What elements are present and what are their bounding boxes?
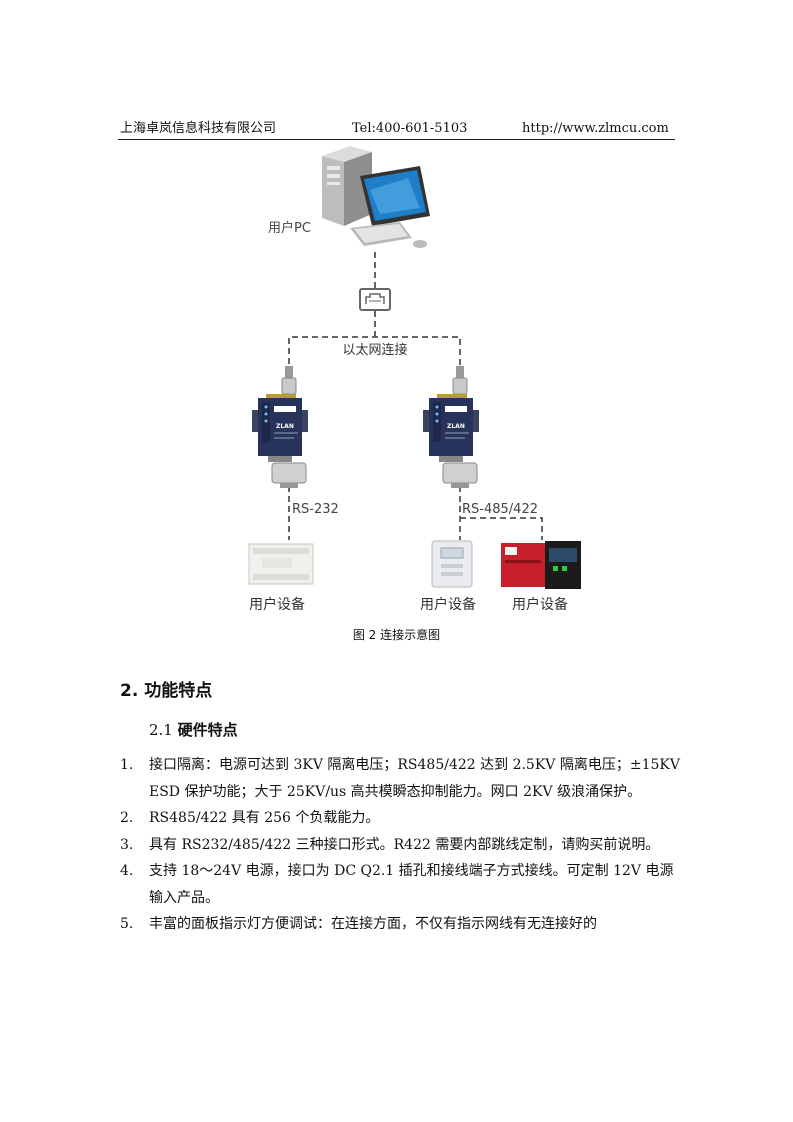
list-item-number: 3. bbox=[120, 836, 134, 853]
list-item: 4. 支持 18～24V 电源，接口为 DC Q2.1 插孔和接线端子方式接线。可… bbox=[120, 858, 680, 911]
pc-tower-icon bbox=[322, 146, 372, 226]
list-item-text: 接口隔离：电源可达到 3KV 隔离电压；RS485/422 达到 2.5KV 隔… bbox=[149, 757, 680, 800]
subsection-title: 2.1 硬件特点 bbox=[149, 720, 238, 740]
pc-label: 用户PC bbox=[268, 220, 311, 236]
header-url: http://www.zlmcu.com bbox=[522, 121, 669, 136]
device-label-2: 用户设备 bbox=[420, 596, 476, 613]
brand-text-right: ZLAN bbox=[447, 423, 465, 430]
list-item-text: 支持 18～24V 电源，接口为 DC Q2.1 插孔和接线端子方式接线。可定制… bbox=[149, 863, 674, 906]
list-item-text: 丰富的面板指示灯方便调试：在连接方面，不仅有指示网线有无连接好的 bbox=[149, 916, 597, 932]
brand-text-left: ZLAN bbox=[276, 423, 294, 430]
monitor-icon bbox=[360, 166, 430, 232]
subsection-label: 硬件特点 bbox=[177, 721, 238, 739]
keyboard-icon bbox=[350, 222, 427, 248]
ethernet-label: 以太网连接 bbox=[342, 342, 407, 358]
list-item-text: RS485/422 具有 256 个负载能力。 bbox=[149, 810, 380, 826]
connection-diagram: 用户PC 以太网连接 ZLAN bbox=[248, 146, 581, 613]
list-item: 5. 丰富的面板指示灯方便调试：在连接方面，不仅有指示网线有无连接好的 bbox=[120, 911, 680, 938]
list-item-number: 1. bbox=[120, 757, 134, 773]
header-company: 上海卓岚信息科技有限公司 bbox=[120, 121, 277, 136]
controller-device-icon bbox=[501, 541, 581, 589]
meter-device-icon bbox=[431, 540, 473, 588]
feature-list: 1. 接口隔离：电源可达到 3KV 隔离电压；RS485/422 达到 2.5KV… bbox=[120, 752, 680, 938]
subsection-number: 2.1 bbox=[149, 721, 173, 739]
list-item-text: 具有 RS232/485/422 三种接口形式。R422 需要内部跳线定制，请购… bbox=[149, 836, 660, 853]
rj45-plug-right-icon bbox=[452, 366, 468, 395]
device-label-1: 用户设备 bbox=[249, 596, 305, 613]
connection-lines bbox=[288, 252, 543, 540]
rj45-plug-left-icon bbox=[281, 366, 297, 395]
serial-server-right-icon: ZLAN bbox=[423, 394, 479, 462]
header-tel: Tel:400-601-5103 bbox=[352, 121, 468, 136]
list-item-number: 5. bbox=[120, 916, 134, 932]
serial-server-left-icon: ZLAN bbox=[252, 394, 308, 462]
device-label-3: 用户设备 bbox=[512, 596, 568, 613]
rs232-label: RS-232 bbox=[292, 502, 339, 517]
db9-connector-right-icon bbox=[442, 462, 478, 488]
list-item: 3. 具有 RS232/485/422 三种接口形式。R422 需要内部跳线定制，… bbox=[120, 832, 680, 859]
ethernet-port-icon bbox=[359, 288, 391, 311]
rs485-label: RS-485/422 bbox=[462, 502, 538, 517]
list-item: 2. RS485/422 具有 256 个负载能力。 bbox=[120, 805, 680, 832]
list-item: 1. 接口隔离：电源可达到 3KV 隔离电压；RS485/422 达到 2.5KV… bbox=[120, 752, 680, 805]
section-title: 2. 功能特点 bbox=[120, 681, 213, 701]
db9-connector-left-icon bbox=[271, 462, 307, 488]
header-rule bbox=[118, 139, 675, 140]
figure-caption: 图 2 连接示意图 bbox=[352, 628, 441, 642]
list-item-number: 2. bbox=[120, 810, 134, 826]
plc-device-icon bbox=[248, 543, 314, 585]
list-item-number: 4. bbox=[120, 863, 134, 879]
